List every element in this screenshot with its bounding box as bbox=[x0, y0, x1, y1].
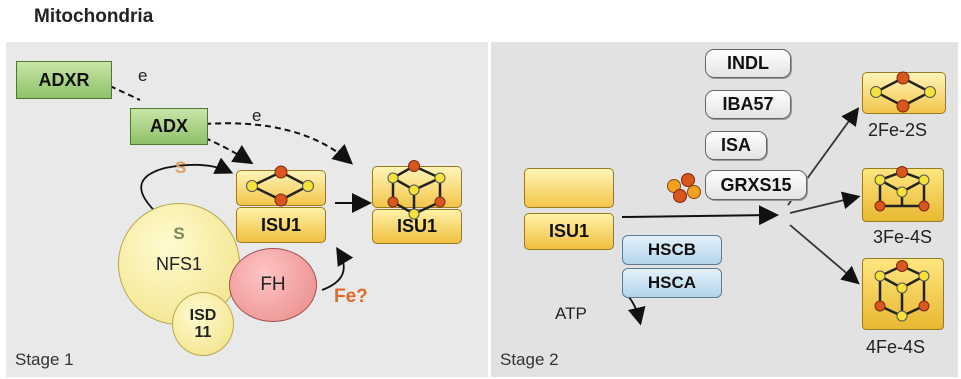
stage2-label: Stage 2 bbox=[500, 350, 559, 369]
isu1-box: ISU1 bbox=[236, 207, 326, 243]
electron-label: e bbox=[252, 106, 262, 125]
iron-label: Fe? bbox=[334, 286, 368, 307]
indl-box: INDL bbox=[705, 49, 791, 78]
fe4s4-label: 4Fe-4S bbox=[866, 337, 926, 357]
hscb-box: HSCB bbox=[622, 235, 722, 265]
iba57-box: IBA57 bbox=[705, 90, 791, 119]
fh-label: FH bbox=[260, 274, 286, 295]
isu1-box: ISU1 bbox=[524, 213, 614, 250]
atp-label: ATP bbox=[555, 304, 587, 323]
sulfur-label: S bbox=[175, 158, 187, 177]
adx-box: ADX bbox=[130, 108, 208, 145]
isd11-label: ISD 11 bbox=[189, 307, 217, 341]
adxr-box: ADXR bbox=[16, 61, 112, 99]
fe2s2-label: 2Fe-2S bbox=[868, 120, 928, 140]
electron-label: e bbox=[138, 66, 148, 85]
sulfur-label: S bbox=[173, 223, 185, 243]
isa-box: ISA bbox=[705, 131, 767, 160]
stage1-label: Stage 1 bbox=[15, 350, 74, 369]
page-title: Mitochondria bbox=[34, 6, 154, 27]
isd11-protein: ISD 11 bbox=[172, 292, 234, 356]
fe3s4-label: 3Fe-4S bbox=[873, 227, 933, 247]
fh-protein: FH bbox=[229, 248, 317, 322]
isu1-subunit bbox=[524, 168, 614, 208]
grxs15-box: GRXS15 bbox=[705, 170, 807, 200]
nfs1-label: NFS1 bbox=[155, 253, 202, 274]
hsca-box: HSCA bbox=[622, 268, 722, 298]
